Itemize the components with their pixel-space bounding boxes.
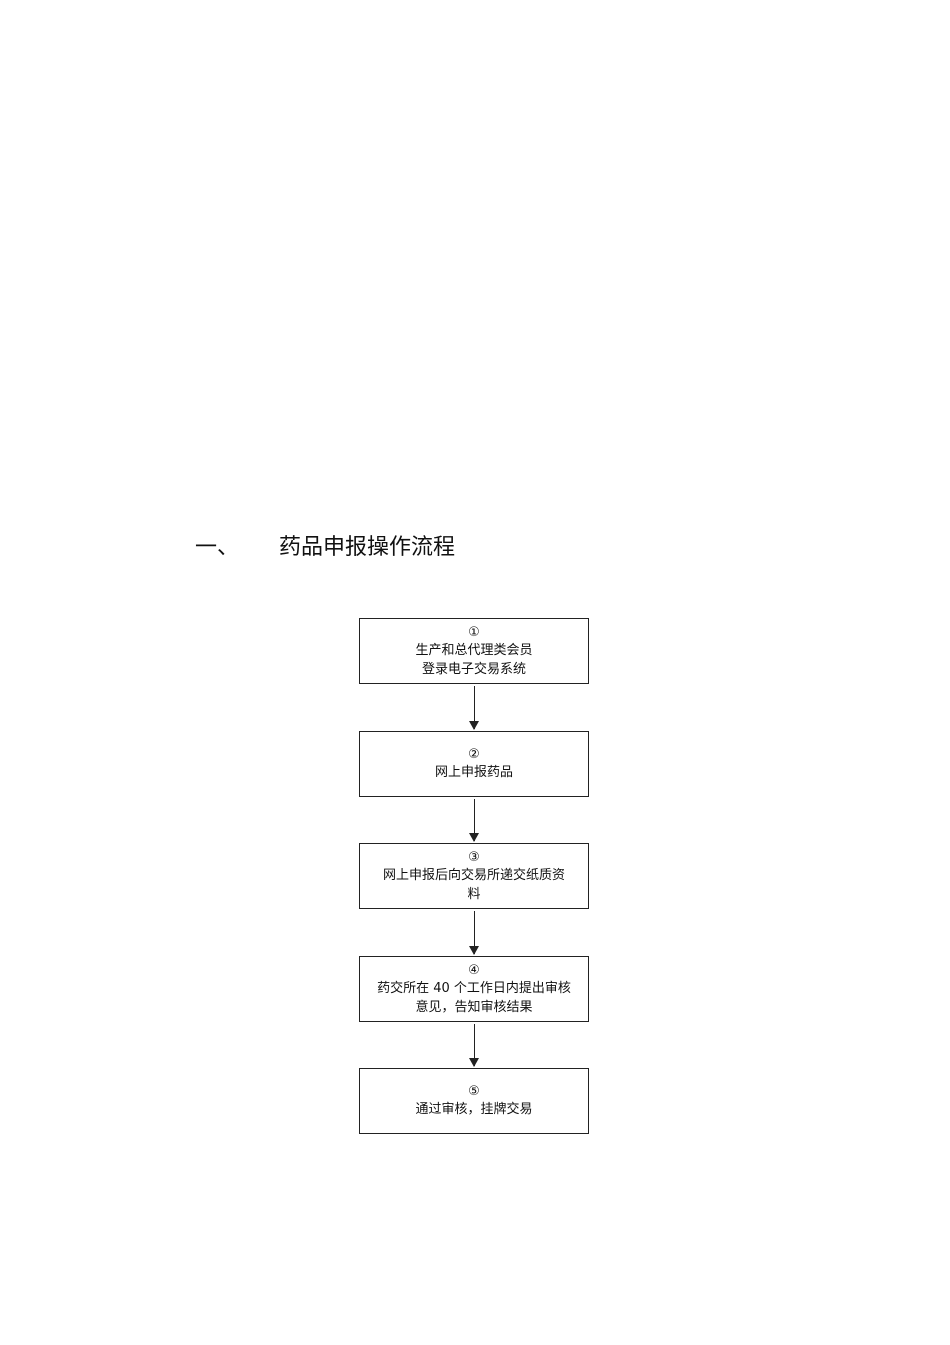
step-marker: ④ <box>468 962 480 978</box>
flow-step-4: ④ 药交所在 40 个工作日内提出审核 意见，告知审核结果 <box>359 956 589 1022</box>
step-text-line: 药交所在 40 个工作日内提出审核 <box>377 980 571 996</box>
step-text-line: 意见，告知审核结果 <box>415 999 533 1015</box>
flow-step-1: ① 生产和总代理类会员 登录电子交易系统 <box>359 618 589 684</box>
flow-arrow-3 <box>469 911 479 955</box>
step-marker: ③ <box>468 849 480 865</box>
step-text-line: 网上申报后向交易所递交纸质资 <box>382 867 565 883</box>
section-title: 药品申报操作流程 <box>279 535 456 560</box>
flow-arrow-1 <box>469 686 479 730</box>
flow-step-3: ③ 网上申报后向交易所递交纸质资 料 <box>359 843 589 909</box>
step-text-line: 通过审核，挂牌交易 <box>415 1102 533 1117</box>
flow-step-2: ② 网上申报药品 <box>359 731 589 797</box>
step-marker: ⑤ <box>468 1084 480 1099</box>
flow-arrow-2 <box>469 799 479 842</box>
step-marker: ② <box>468 747 480 762</box>
step-text-line: 网上申报药品 <box>434 765 513 780</box>
step-text-line: 生产和总代理类会员 <box>415 642 533 658</box>
step-text-line: 料 <box>467 886 481 902</box>
flow-step-5: ⑤ 通过审核，挂牌交易 <box>359 1068 589 1134</box>
step-marker: ① <box>468 624 480 640</box>
flow-arrow-4 <box>469 1024 479 1067</box>
step-text-line: 登录电子交易系统 <box>421 661 526 677</box>
section-number: 一、 <box>195 535 240 560</box>
